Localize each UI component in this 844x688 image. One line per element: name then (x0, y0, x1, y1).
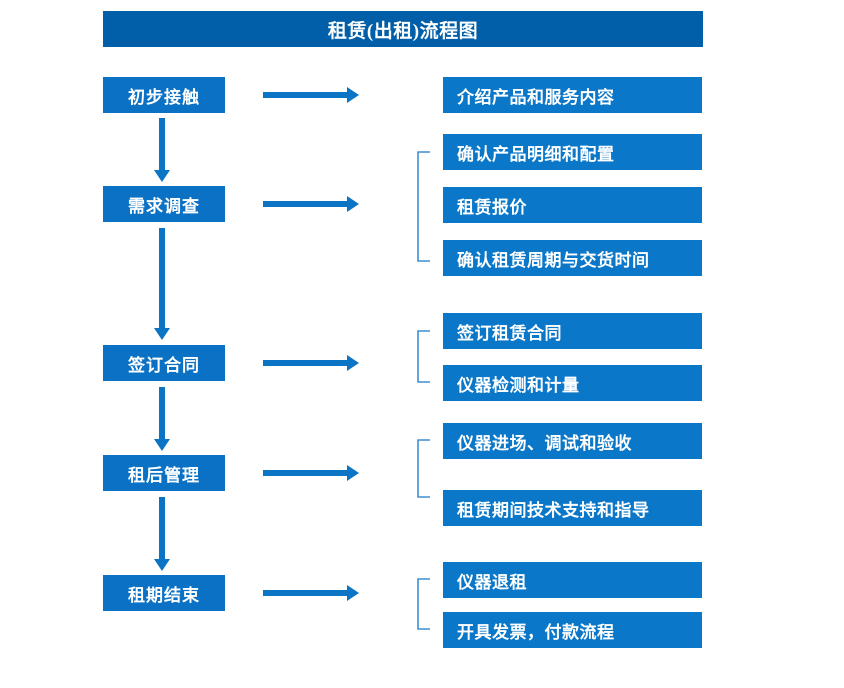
stage-box-post-rental-management[interactable]: 租后管理 (103, 455, 225, 491)
arrow-stage-2-to-stage-3-icon (153, 228, 171, 340)
task-box-invoice-payment[interactable]: 开具发票，付款流程 (443, 612, 702, 648)
arrow-stage-1-to-tasks-icon (263, 86, 359, 104)
stage-box-rental-end[interactable]: 租期结束 (103, 575, 225, 611)
page-title: 租赁(出租)流程图 (103, 11, 703, 47)
task-box-instrument-inspection[interactable]: 仪器检测和计量 (443, 365, 702, 401)
bracket-group-needs-icon (417, 151, 431, 262)
arrow-stage-3-to-tasks-icon (263, 354, 359, 372)
arrow-stage-1-to-stage-2-icon (153, 118, 171, 182)
task-box-sign-rental-contract[interactable]: 签订租赁合同 (443, 313, 702, 349)
stage-box-sign-contract[interactable]: 签订合同 (103, 345, 225, 381)
task-box-technical-support[interactable]: 租赁期间技术支持和指导 (443, 490, 702, 526)
arrow-stage-4-to-tasks-icon (263, 464, 359, 482)
arrow-stage-5-to-tasks-icon (263, 584, 359, 602)
task-box-confirm-product-details[interactable]: 确认产品明细和配置 (443, 134, 702, 170)
task-box-rental-quote[interactable]: 租赁报价 (443, 187, 702, 223)
task-box-instrument-entry-commissioning[interactable]: 仪器进场、调试和验收 (443, 423, 702, 459)
stage-box-needs-survey[interactable]: 需求调查 (103, 186, 225, 222)
bracket-group-contract-icon (417, 330, 431, 383)
arrow-stage-2-to-tasks-icon (263, 195, 359, 213)
stage-box-preliminary-contact[interactable]: 初步接触 (103, 77, 225, 113)
arrow-stage-3-to-stage-4-icon (153, 387, 171, 451)
arrow-stage-4-to-stage-5-icon (153, 497, 171, 571)
task-box-introduce-products[interactable]: 介绍产品和服务内容 (443, 77, 702, 113)
task-box-instrument-return[interactable]: 仪器退租 (443, 562, 702, 598)
bracket-group-after-rental-icon (417, 439, 431, 498)
bracket-group-end-icon (417, 578, 431, 630)
task-box-confirm-period-delivery[interactable]: 确认租赁周期与交货时间 (443, 240, 702, 276)
